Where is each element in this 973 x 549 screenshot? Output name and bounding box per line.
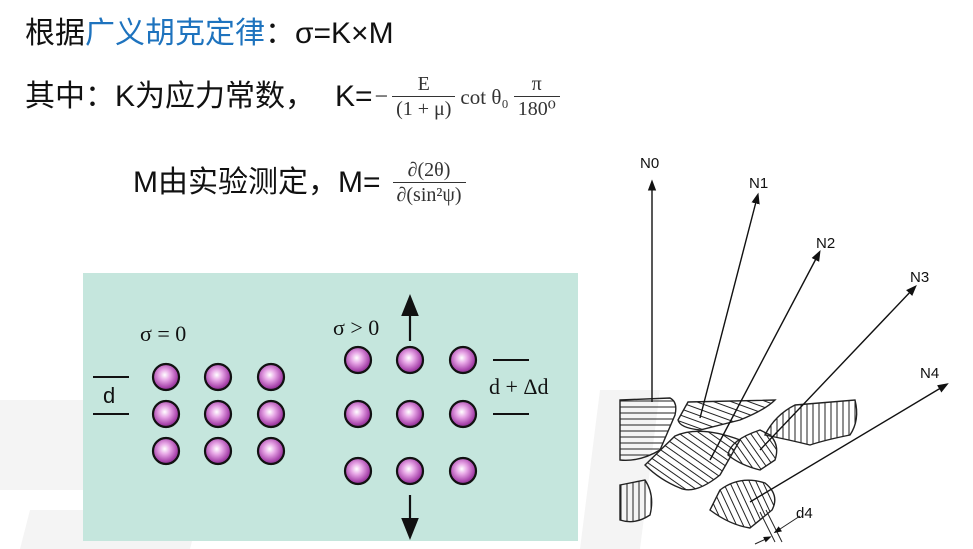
atom-stressed-r1c1 bbox=[395, 399, 425, 429]
label-n1: N1 bbox=[749, 175, 768, 192]
atom-unstressed-r2c1 bbox=[203, 436, 233, 466]
unstressed-lattice bbox=[151, 362, 286, 466]
atom-stressed-r1c0 bbox=[343, 399, 373, 429]
atom-stressed-r2c2 bbox=[448, 456, 478, 486]
atom-unstressed-r1c0 bbox=[151, 399, 181, 429]
m-definition-line: M由实验测定， M= ∂(2θ) ∂(sin²ψ) bbox=[133, 158, 468, 207]
atom-unstressed-r0c1 bbox=[203, 362, 233, 392]
label-n0: N0 bbox=[640, 155, 659, 172]
line1-prefix: 根据 bbox=[25, 17, 85, 50]
d4-plane-line-2 bbox=[765, 509, 783, 543]
k-frac2-numerator: π bbox=[531, 73, 542, 95]
k-frac1-numerator: E bbox=[417, 73, 430, 95]
sigma-positive-label: σ > 0 bbox=[333, 315, 379, 340]
atom-stressed-r2c0 bbox=[343, 456, 373, 486]
atom-stressed-r2c1 bbox=[395, 456, 425, 486]
label-n3: N3 bbox=[910, 269, 929, 286]
stress-constant-line: 其中：K为应力常数， K= − E (1 + μ) cot θ₀ π 180⁰ bbox=[25, 72, 562, 121]
normal-arrow-n3 bbox=[759, 284, 917, 451]
line3-label: M由实验测定， bbox=[133, 165, 338, 199]
atom-unstressed-r0c2 bbox=[256, 362, 286, 392]
d4-plane-line-1 bbox=[759, 511, 776, 543]
m-fraction: ∂(2θ) ∂(sin²ψ) bbox=[392, 158, 466, 207]
normal-arrow-n2 bbox=[709, 250, 821, 461]
k-frac1-denominator: (1 + μ) bbox=[392, 96, 456, 121]
grain-2 bbox=[644, 430, 742, 491]
grain-1 bbox=[677, 399, 777, 431]
k-frac2-denominator: 180⁰ bbox=[513, 96, 560, 121]
grain-large-vertical bbox=[763, 399, 858, 446]
d4-arrow-right bbox=[773, 515, 801, 534]
atom-unstressed-r2c2 bbox=[256, 436, 286, 466]
grain-4 bbox=[709, 479, 776, 529]
d-label: d bbox=[103, 383, 115, 408]
normal-arrow-n4 bbox=[749, 383, 949, 503]
sigma-zero-label: σ = 0 bbox=[140, 321, 186, 346]
grain-0 bbox=[619, 397, 677, 461]
lattice-strain-figure: d σ = 0 σ > 0 d + Δd bbox=[83, 273, 578, 541]
d4-label: d4 bbox=[796, 505, 813, 522]
atom-unstressed-r1c2 bbox=[256, 399, 286, 429]
normal-arrow-n1 bbox=[699, 192, 760, 419]
atom-unstressed-r2c0 bbox=[151, 436, 181, 466]
k-lhs: K= bbox=[335, 79, 373, 113]
line1-formula: ：σ=K×M bbox=[265, 17, 394, 50]
label-n2: N2 bbox=[816, 235, 835, 252]
minus-sign: − bbox=[374, 83, 389, 110]
m-frac-numerator: ∂(2θ) bbox=[407, 159, 451, 181]
atom-stressed-r1c2 bbox=[448, 399, 478, 429]
grain-left-vertical bbox=[619, 479, 653, 523]
grain-3 bbox=[727, 429, 778, 471]
hooke-law-line: 根据广义胡克定律：σ=K×M bbox=[25, 16, 394, 52]
k-fraction-2: π 180⁰ bbox=[513, 72, 560, 121]
label-n4: N4 bbox=[920, 365, 939, 382]
atom-unstressed-r0c0 bbox=[151, 362, 181, 392]
grain-normals-figure: N0 N1 N2 N3 N4 d4 bbox=[619, 155, 949, 545]
atom-stressed-r0c1 bbox=[395, 345, 425, 375]
k-fraction-1: E (1 + μ) bbox=[392, 72, 456, 121]
atom-stressed-r0c0 bbox=[343, 345, 373, 375]
cot-theta0: cot θ₀ bbox=[460, 84, 509, 109]
m-lhs: M= bbox=[338, 165, 381, 199]
d4-arrow-left bbox=[754, 536, 772, 545]
generalized-hooke-law-term: 广义胡克定律 bbox=[85, 17, 265, 50]
m-frac-denominator: ∂(sin²ψ) bbox=[392, 182, 466, 207]
atom-stressed-r0c2 bbox=[448, 345, 478, 375]
atom-unstressed-r1c1 bbox=[203, 399, 233, 429]
d-plus-delta-d-label: d + Δd bbox=[489, 374, 549, 399]
line2-label: 其中：K为应力常数， bbox=[25, 79, 316, 113]
stressed-lattice bbox=[343, 345, 478, 486]
